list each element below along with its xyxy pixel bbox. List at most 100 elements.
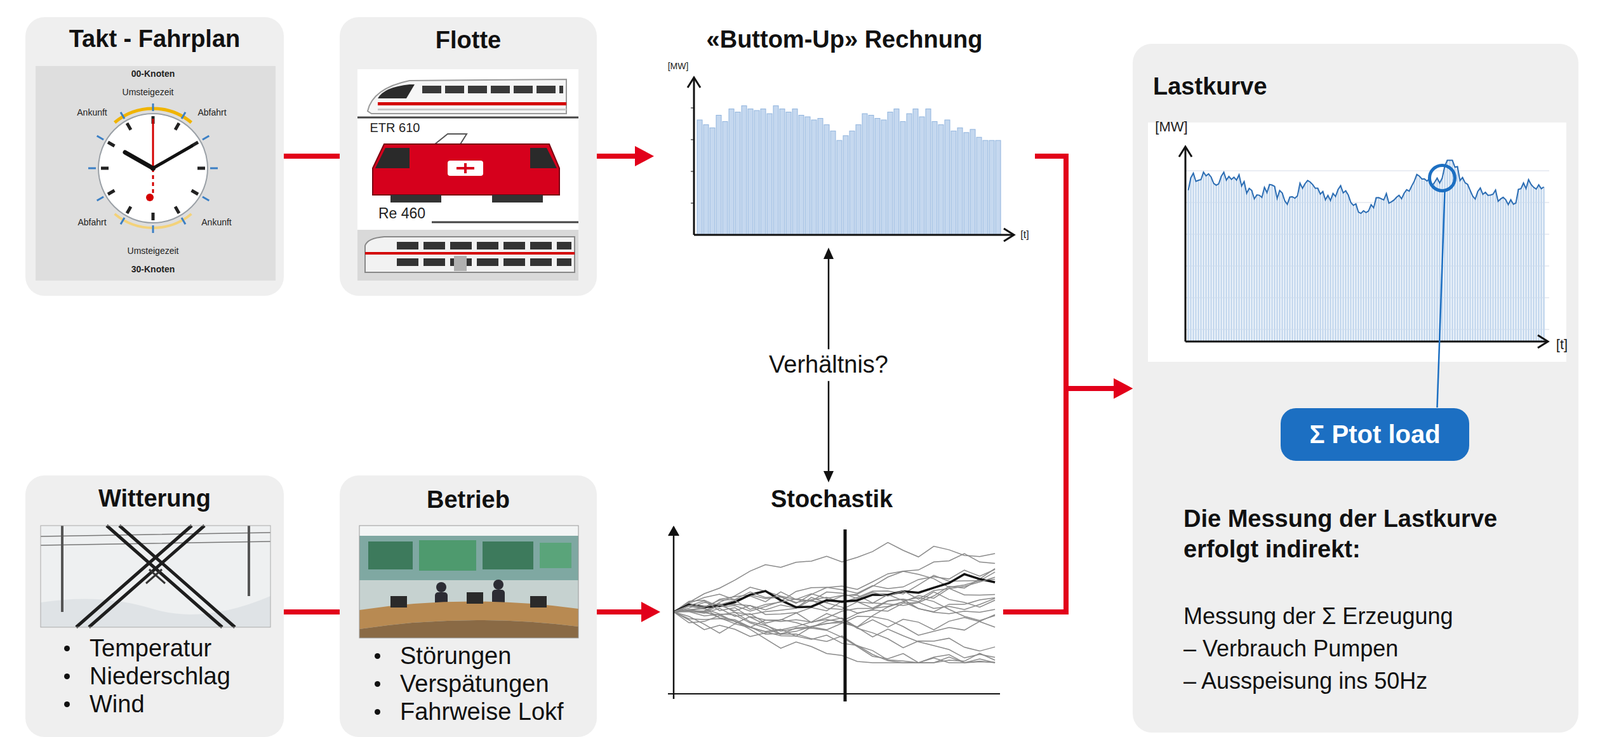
- illustration-polyline: [673, 577, 995, 613]
- illustration-rect: [1268, 184, 1271, 342]
- illustration-path: [367, 79, 567, 114]
- illustration-rect: [1253, 198, 1256, 342]
- illustration-rect: [390, 194, 442, 203]
- connector-line: [283, 153, 340, 159]
- callout-pill: Σ Ptot load: [1280, 408, 1470, 461]
- illustration-rect: [843, 135, 849, 235]
- illustration-rect: [482, 541, 534, 570]
- illustration-rect: [1481, 194, 1484, 342]
- illustration-circle: [1429, 165, 1456, 191]
- illustration-rect: [709, 127, 715, 235]
- panel-heading: Witterung: [25, 484, 284, 514]
- arrow-head: [641, 601, 661, 623]
- illustration-rect: [1535, 189, 1538, 342]
- illustration-rect: [1408, 191, 1411, 342]
- connector-line: [283, 609, 340, 615]
- illustration-line: [1185, 340, 1548, 343]
- illustration-rect: [722, 121, 728, 235]
- illustration-rect: [1192, 173, 1195, 342]
- illustration-line: [97, 135, 104, 140]
- illustration-rect: [1349, 202, 1352, 342]
- load-chart: [1132, 43, 1579, 733]
- illustration-rect: [1207, 173, 1210, 342]
- illustration-rect: [766, 113, 773, 235]
- illustration-rect: [1189, 177, 1192, 342]
- bullet-item: Fahrweise Lokf: [400, 697, 564, 726]
- illustration-rect: [419, 540, 477, 571]
- illustration-path: [434, 133, 467, 145]
- illustration-rect: [786, 112, 792, 235]
- illustration-rect: [1433, 182, 1436, 342]
- illustration-polyline: [1003, 228, 1014, 242]
- illustration-rect: [1469, 190, 1472, 342]
- bullet-item: Wind: [89, 690, 145, 719]
- illustration-line: [125, 152, 154, 169]
- illustration-rect: [1304, 183, 1307, 342]
- illustration-line: [673, 526, 675, 700]
- illustration-rect: [1525, 188, 1527, 342]
- illustration-rect: [1276, 198, 1279, 342]
- illustration-line: [151, 212, 155, 221]
- illustration-line: [191, 190, 199, 195]
- chart-title: «Buttom-Up» Rechnung: [653, 25, 1035, 55]
- illustration-rect: [1375, 198, 1378, 342]
- illustration-polyline: [673, 542, 995, 613]
- illustration-rect: [1147, 122, 1567, 362]
- illustration-rect: [1299, 182, 1301, 342]
- arrow-head: [823, 471, 834, 483]
- connector: [1034, 156, 1133, 399]
- axis-label: [MW]: [1154, 118, 1188, 136]
- illustration-rect: [1502, 197, 1505, 342]
- input-panel: WitterungTemperaturNiederschlagWind: [25, 475, 284, 737]
- illustration-rect: [1278, 190, 1281, 342]
- illustration-rect: [492, 194, 543, 203]
- illustration-rect: [1293, 198, 1296, 342]
- illustration-rect: [862, 113, 868, 235]
- illustration-line: [202, 135, 209, 140]
- illustration-line: [422, 85, 564, 94]
- illustration-rect: [530, 596, 547, 608]
- illustration-line: [667, 693, 1000, 695]
- illustration-rect: [1459, 180, 1461, 342]
- connector: [596, 146, 654, 167]
- illustration-rect: [963, 132, 969, 235]
- illustration-rect: [1474, 199, 1477, 342]
- illustration-rect: [1197, 180, 1200, 342]
- illustration-line: [152, 225, 155, 234]
- illustration-rect: [453, 255, 467, 272]
- illustration-rect: [798, 115, 804, 235]
- illustration-rect: [1222, 172, 1225, 342]
- illustration-line: [181, 217, 186, 225]
- illustration-rect: [754, 110, 760, 235]
- chart-title: Stochastik: [660, 485, 1004, 515]
- illustration-rect: [1382, 200, 1385, 342]
- illustration-line: [152, 168, 155, 197]
- illustration-rect: [1360, 213, 1362, 342]
- illustration-line: [153, 146, 192, 169]
- illustration-rect: [1344, 191, 1347, 342]
- illustration-rect: [957, 127, 963, 235]
- illustration-rect: [1225, 180, 1228, 342]
- illustration-rect: [1365, 212, 1367, 342]
- illustration-circle: [98, 113, 208, 223]
- illustration-rect: [1248, 188, 1251, 342]
- illustration-rect: [1537, 184, 1540, 342]
- illustration-rect: [1194, 181, 1197, 342]
- illustration-rect: [881, 120, 887, 235]
- illustration-rect: [1400, 198, 1403, 342]
- edge-label: Verhältnis?: [763, 349, 894, 381]
- illustration-rect: [1347, 194, 1350, 342]
- vehicle-name: Re 460: [378, 205, 426, 223]
- connector: [1003, 378, 1133, 613]
- bullet-dot: [64, 673, 70, 680]
- bar-series: [697, 106, 1001, 235]
- illustration-rect: [40, 525, 271, 628]
- illustration-circle: [146, 193, 154, 202]
- illustration-line: [843, 529, 847, 702]
- chart-node: «Buttom-Up» Rechnung: [653, 24, 1035, 248]
- illustration-rect: [359, 580, 579, 639]
- illustration-rect: [1220, 176, 1223, 342]
- panel-heading: Takt - Fahrplan: [25, 24, 284, 54]
- note-text: Die Messung der Lastkurve erfolgt indire…: [1183, 504, 1540, 565]
- illustration-rect: [1354, 203, 1357, 342]
